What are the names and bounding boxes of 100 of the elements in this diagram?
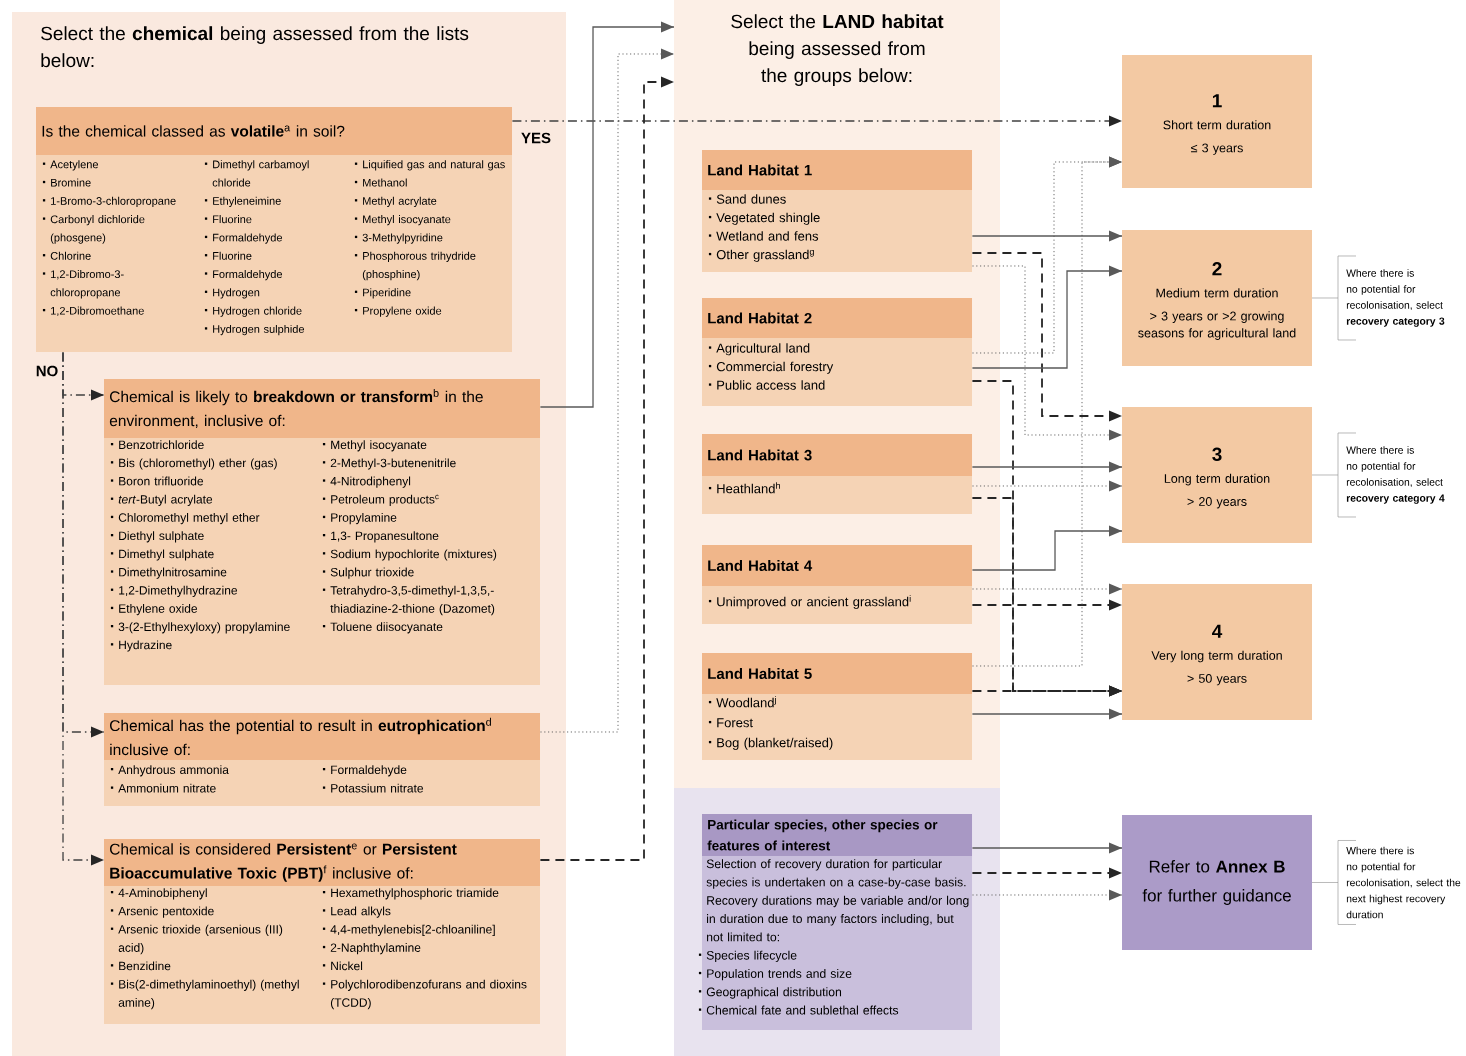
list-item: Forest (708, 718, 753, 728)
list-item: Bis(2-dimethylaminoethyl) (methyl amine) (110, 979, 299, 1010)
side-note: Where there is no potential for recolonisation, select recovery category 3 (1346, 269, 1445, 327)
box-heading: Land Habitat 4 (708, 560, 813, 571)
list-item: Methyl isocyanate (354, 215, 451, 226)
category-number: 3 (1212, 447, 1222, 462)
arrow (539, 48, 675, 733)
list-item: Population trends and size (698, 969, 852, 981)
arrow (62, 351, 105, 866)
category-number: 1 (1212, 94, 1222, 108)
list-item: Fluorine (204, 251, 252, 260)
arrow (539, 76, 675, 861)
arrow (971, 599, 1123, 611)
list-item: Lead alkyls (322, 906, 391, 918)
list-item: Carbonyl dichloride (phosgene) (42, 215, 145, 244)
list-item: Hydrogen (204, 288, 260, 299)
arrow (971, 842, 1123, 854)
box-heading: Land Habitat 3 (708, 449, 812, 461)
list-item: Tetrahydro-3,5-dimethyl-1,3,5,-thiadiazine-2-thione (Dazomet) (322, 585, 495, 616)
list-item: Vegetated shingle (708, 212, 820, 225)
arrow (971, 708, 1123, 720)
list-item: Methanol (354, 178, 407, 187)
arrow (971, 461, 1123, 473)
list-item: Petroleum products$^{c}$ (322, 494, 439, 506)
arrow (511, 115, 1123, 127)
list-item: Formaldehyde (322, 765, 407, 777)
list-item: Liquified gas and natural gas (354, 160, 505, 171)
list-item: 4-Nitrodiphenyl (322, 476, 411, 488)
list-item: Polychlorodibenzofurans and dioxins (TCDD) (322, 979, 527, 1010)
box-text: Refer to Annex B for further guidance (1142, 860, 1291, 905)
list-item: tert-Butyl acrylate (110, 494, 213, 506)
category-number: 2 (1212, 262, 1222, 276)
list-item: 1-Bromo-3-chloropropane (42, 196, 176, 208)
paragraph: Selection of recovery duration for particular species is undertaken on a case-by-case basis. Recovery durations may be variable and/or long in duration due to many factors including, but not limited to: (706, 859, 969, 942)
list-item: 1,3- Propanesultone (322, 531, 439, 543)
list-item: Woodland$^{j}$ (708, 696, 776, 708)
list-item: Species lifecycle (698, 950, 797, 963)
list-item: Methyl isocyanate (322, 440, 427, 452)
panel-title: Select the LAND habitat being assessed from the groups below: (731, 14, 944, 86)
list-item: Benzotrichloride (110, 440, 204, 449)
category-number: 4 (1212, 624, 1223, 638)
list-item: Diethyl sulphate (110, 531, 204, 543)
list-item: Fluorine (204, 215, 252, 224)
box-heading: Chemical is considered Persistent$^{e}$ or Persistent Bioaccumulative Toxic (PBT)$^{f}$ inclusive of: (110, 843, 457, 882)
arrow (971, 480, 1123, 492)
list-item: Propylamine (322, 513, 397, 525)
list-item: 4-Aminobiphenyl (110, 888, 207, 900)
edge-label: NO (34, 364, 60, 378)
list-item: 3-Methylpyridine (354, 233, 443, 244)
list-item: Sodium hypochlorite (mixtures) (322, 549, 497, 561)
box-text: Short term duration (1163, 120, 1271, 130)
list-item: Arsenic trioxide (arsenious (III) acid) (110, 924, 283, 955)
side-note: Where there is no potential for recolonisation, select the next highest recovery duration (1346, 846, 1461, 919)
list-item: 2-Naphthylamine (322, 943, 421, 955)
list-item: Boron trifluoride (110, 476, 204, 486)
box-heading: Chemical has the potential to result in eutrophication$^{d}$ inclusive of: (110, 717, 491, 756)
list-item: Dimethylnitrosamine (110, 567, 227, 579)
arrow (971, 889, 1123, 901)
list-item: Public access land (708, 380, 825, 390)
arrow (971, 156, 1123, 667)
side-note: Where there is no potential for recolonisation, select recovery category 4 (1346, 446, 1445, 504)
box-heading: Land Habitat 5 (708, 668, 812, 679)
list-item: Toluene diisocyanate (322, 622, 443, 634)
box-text: Long term duration (1164, 473, 1270, 486)
arrow (971, 525, 1123, 571)
list-item: Chlorine (42, 251, 91, 260)
list-item: Propylene oxide (354, 306, 442, 317)
arrow (971, 867, 1123, 879)
list-item: Hydrogen chloride (204, 306, 302, 317)
list-item: 1,2-Dibromo-3-chloropropane (42, 270, 124, 299)
list-item: Wetland and fens (708, 231, 819, 241)
list-item: Ethylene oxide (110, 604, 198, 616)
list-item: 1,2-Dibromoethane (42, 306, 144, 316)
list-item: Geographical distribution (698, 987, 841, 999)
box-heading: Particular species, other species or features of interest (707, 819, 938, 851)
list-item: Dimethyl sulphate (110, 549, 214, 561)
list-item: 3-(2-Ethylhexyloxy) propylamine (110, 622, 290, 634)
arrow (971, 230, 1123, 242)
list-item: 4,4-methylenebis[2-chloaniline] (322, 924, 495, 936)
arrow (971, 583, 1123, 595)
list-item: 2-Methyl-3-butenenitrile (322, 458, 456, 470)
list-item: Chloromethyl methyl ether (110, 513, 260, 525)
arrow (539, 21, 675, 408)
list-item: Benzidine (110, 961, 171, 971)
list-item: Bis (chloromethyl) ether (gas) (110, 458, 277, 470)
list-item: Hydrogen sulphide (204, 324, 305, 336)
list-item: Piperidine (354, 288, 411, 299)
list-item: Formaldehyde (204, 233, 282, 244)
list-item: Unimproved or ancient grassland$^{i}$ (708, 595, 911, 609)
box-heading: Chemical is likely to breakdown or transform$^{b}$ in the environment, inclusive of: (109, 388, 483, 429)
arrow (971, 685, 1123, 697)
edge-label: YES (519, 131, 553, 145)
list-item: Dimethyl carbamoyl chloride (204, 160, 309, 187)
arrow (971, 265, 1123, 441)
list-item: Other grassland$^{g}$ (708, 249, 814, 262)
list-item: Potassium nitrate (322, 783, 424, 793)
list-item: Sulphur trioxide (322, 567, 414, 579)
list-item: Agricultural land (708, 343, 810, 356)
list-item: Formaldehyde (204, 270, 282, 281)
list-item: Ethyleneimine (204, 196, 281, 208)
